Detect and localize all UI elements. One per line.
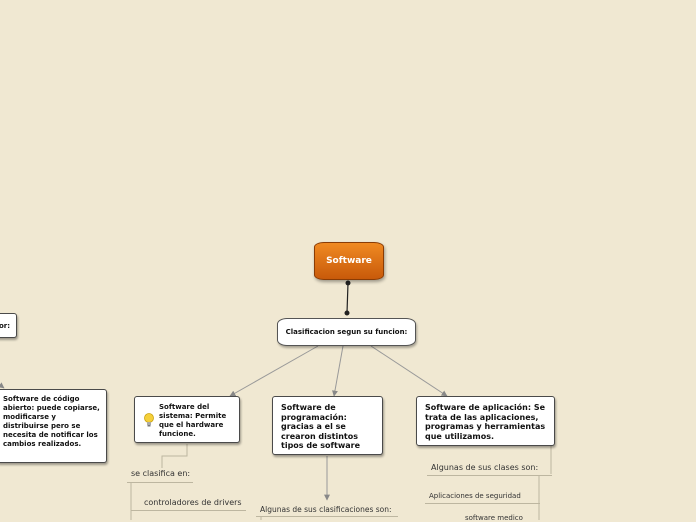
classifier-node[interactable]: Clasificacion segun su funcion:	[277, 318, 416, 346]
application-child-security-underline	[425, 503, 540, 504]
programming-software-node-text: Software de programación: gracias a el s…	[281, 403, 360, 450]
open-source-node[interactable]: Software de código abierto: puede copiar…	[0, 389, 107, 463]
application-child-medical[interactable]: software medico	[465, 514, 523, 522]
lightbulb-icon	[143, 413, 155, 427]
root-node-software[interactable]: Software	[314, 242, 384, 280]
root-node-label: Software	[326, 256, 372, 266]
programming-software-node[interactable]: Software de programación: gracias a el s…	[272, 396, 383, 455]
application-software-node-text: Software de aplicación: Se trata de las …	[425, 403, 546, 441]
system-software-node[interactable]: Software del sistema: Permite que el har…	[134, 396, 240, 443]
programming-children-underline	[256, 516, 398, 517]
connector-open-source	[0, 382, 5, 389]
connector-system	[229, 345, 319, 397]
connector-programming	[332, 345, 344, 397]
connector-application	[370, 345, 448, 397]
root-connector	[346, 282, 349, 314]
system-software-node-text: Software del sistema: Permite que el har…	[159, 403, 227, 438]
application-child-security[interactable]: Aplicaciones de seguridad	[429, 492, 521, 500]
left-cut-node[interactable]: or:	[0, 313, 17, 338]
system-children-underline	[127, 482, 193, 483]
left-cut-node-label: or:	[0, 321, 10, 330]
open-source-node-text: Software de código abierto: puede copiar…	[3, 395, 100, 448]
root-connector-start-dot	[345, 280, 351, 286]
programming-children-label[interactable]: Algunas de sus clasificaciones son:	[260, 505, 392, 514]
system-child-underline	[131, 510, 246, 511]
application-software-node[interactable]: Software de aplicación: Se trata de las …	[416, 396, 555, 446]
system-child-drivers[interactable]: controladores de drivers	[144, 498, 242, 507]
application-children-underline	[427, 475, 552, 476]
connector-system-children	[161, 444, 188, 468]
application-children-label[interactable]: Algunas de sus clases son:	[431, 463, 539, 472]
system-children-label[interactable]: se clasifica en:	[131, 469, 191, 478]
classifier-node-label: Clasificacion segun su funcion:	[285, 328, 408, 336]
root-connector-end-dot	[344, 310, 350, 316]
